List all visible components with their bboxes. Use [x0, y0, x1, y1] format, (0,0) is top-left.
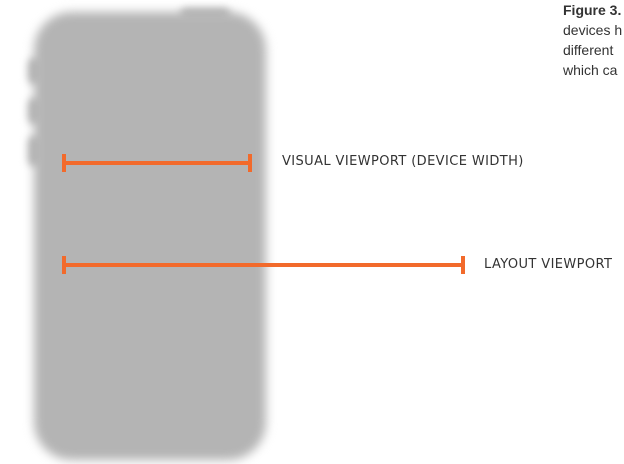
visual-viewport-right-cap	[248, 154, 252, 172]
layout-viewport-right-cap	[461, 256, 465, 274]
layout-viewport-line	[64, 263, 464, 267]
figure-caption: Figure 3. devices h different which ca	[563, 0, 624, 80]
visual-viewport-line	[64, 161, 252, 165]
phone-silhouette	[34, 12, 266, 460]
visual-viewport-label: VISUAL VIEWPORT (DEVICE WIDTH)	[282, 154, 524, 169]
figure-label: Figure 3.	[563, 2, 622, 18]
caption-line-3: which ca	[563, 62, 618, 78]
layout-viewport-label: LAYOUT VIEWPORT	[484, 257, 613, 272]
caption-line-1: devices h	[563, 22, 623, 38]
caption-line-2: different	[563, 42, 614, 58]
